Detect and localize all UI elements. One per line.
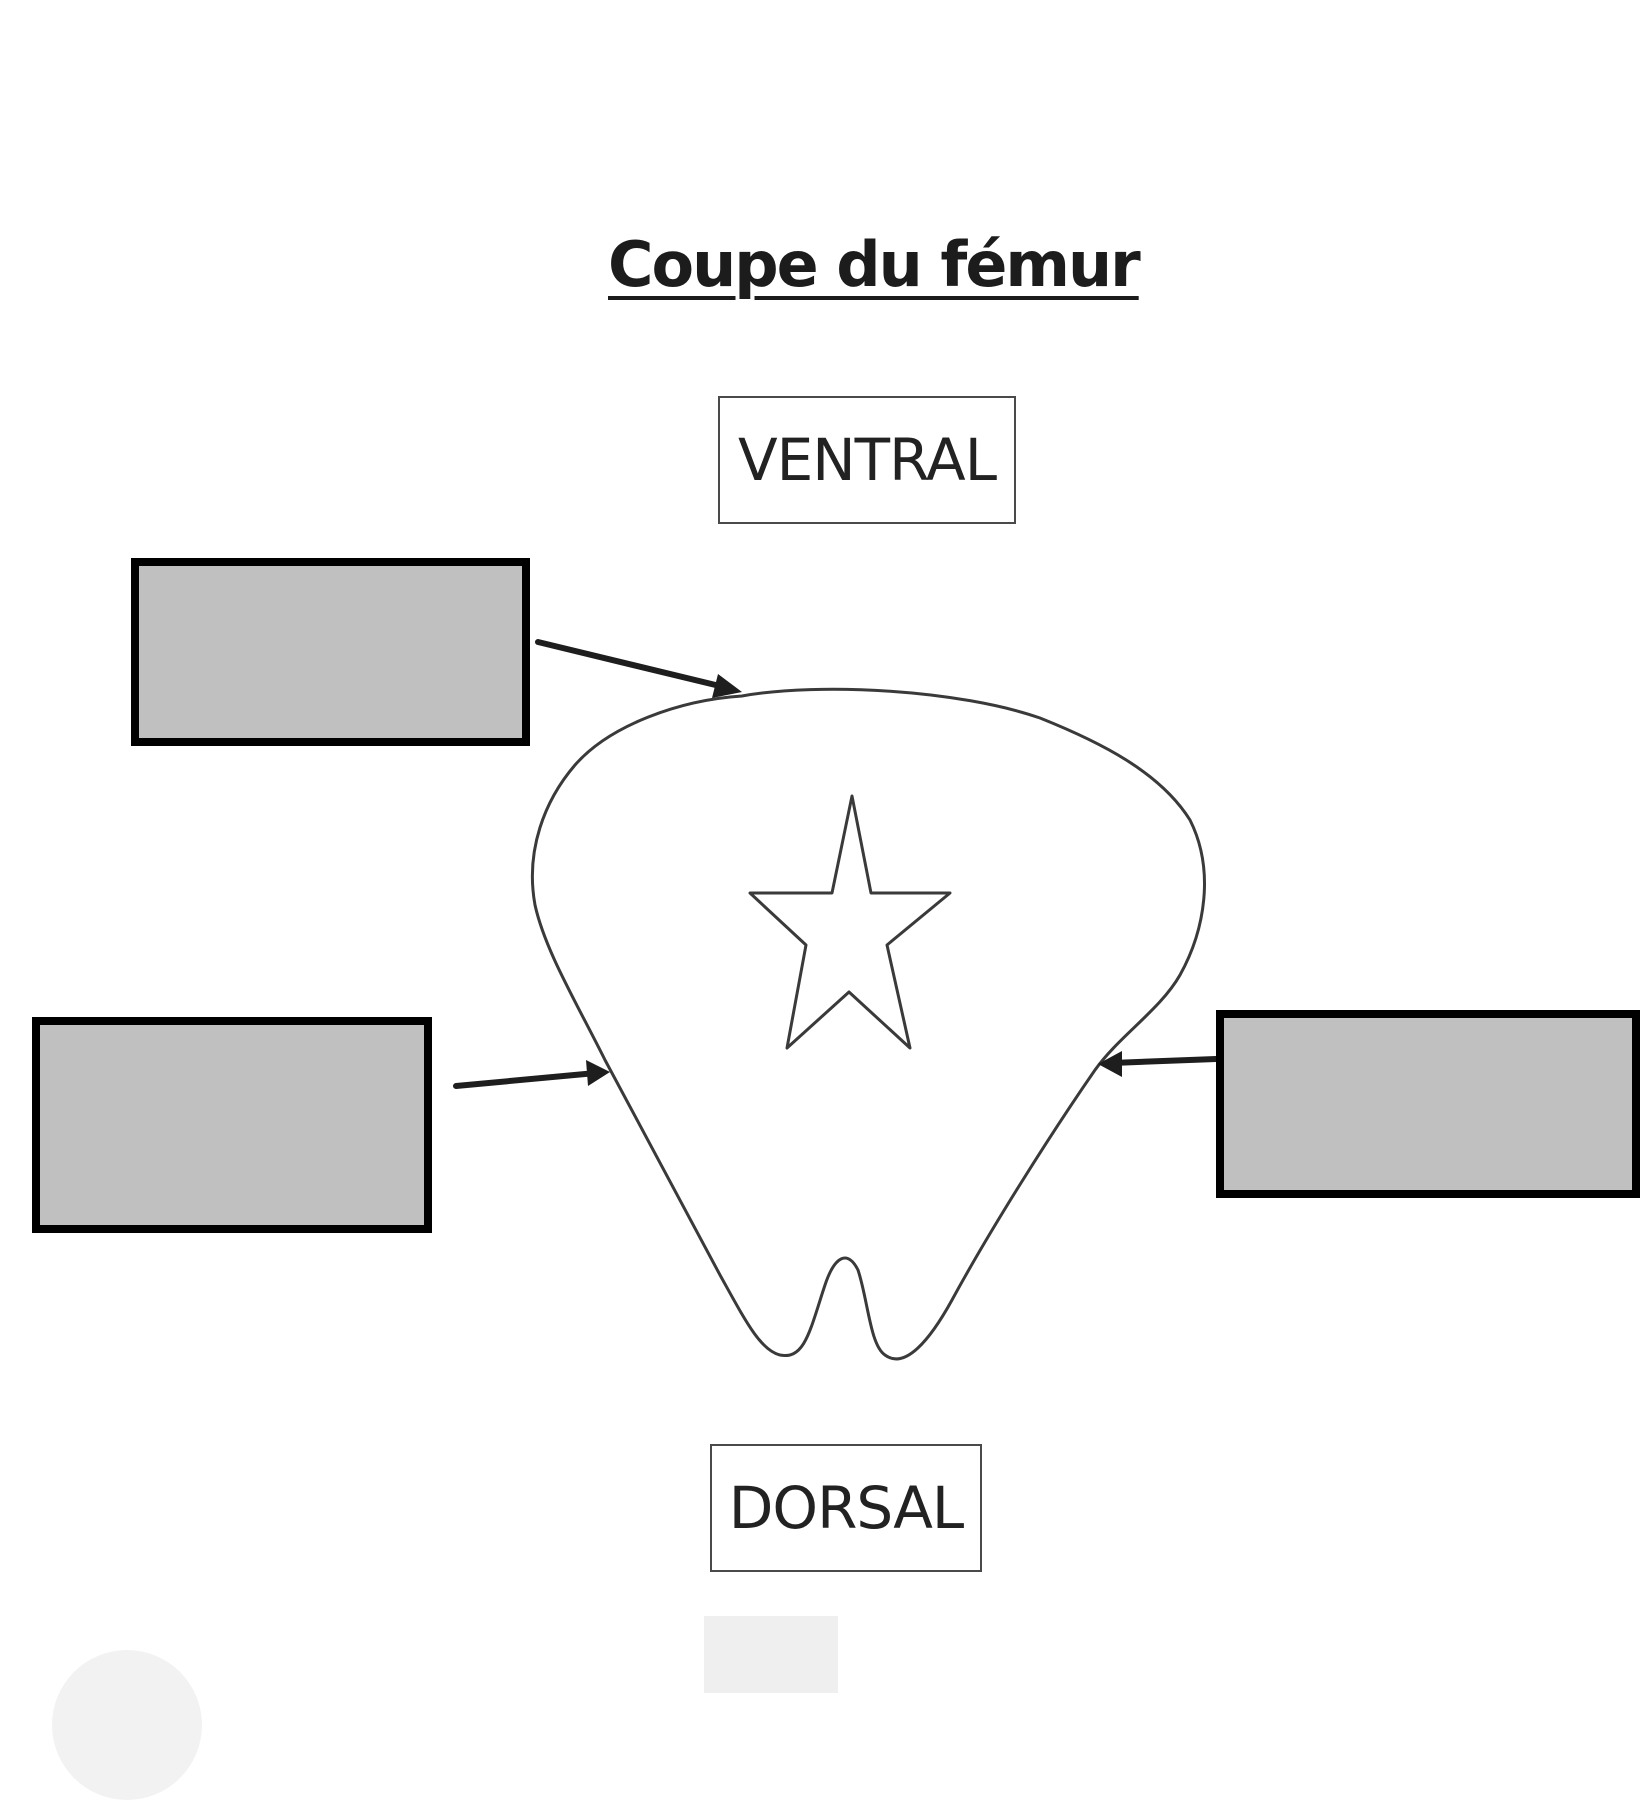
- star-icon: [748, 794, 952, 1050]
- faint-circle-decoration: [52, 1650, 202, 1800]
- femur-cross-section-drawing: [453, 639, 1219, 1361]
- diagram-title: Coupe du fémur: [608, 228, 1141, 301]
- ventral-label: VENTRAL: [718, 396, 1016, 524]
- label-box-top-left[interactable]: [131, 558, 530, 746]
- arrow-right: [1098, 1051, 1219, 1077]
- arrow-top-left: [535, 639, 742, 698]
- label-box-left[interactable]: [32, 1017, 432, 1233]
- arrow-left: [453, 1060, 610, 1089]
- femur-outline: [530, 687, 1206, 1361]
- faint-square-decoration: [704, 1616, 838, 1693]
- dorsal-label: DORSAL: [710, 1444, 982, 1572]
- label-box-right[interactable]: [1216, 1010, 1640, 1198]
